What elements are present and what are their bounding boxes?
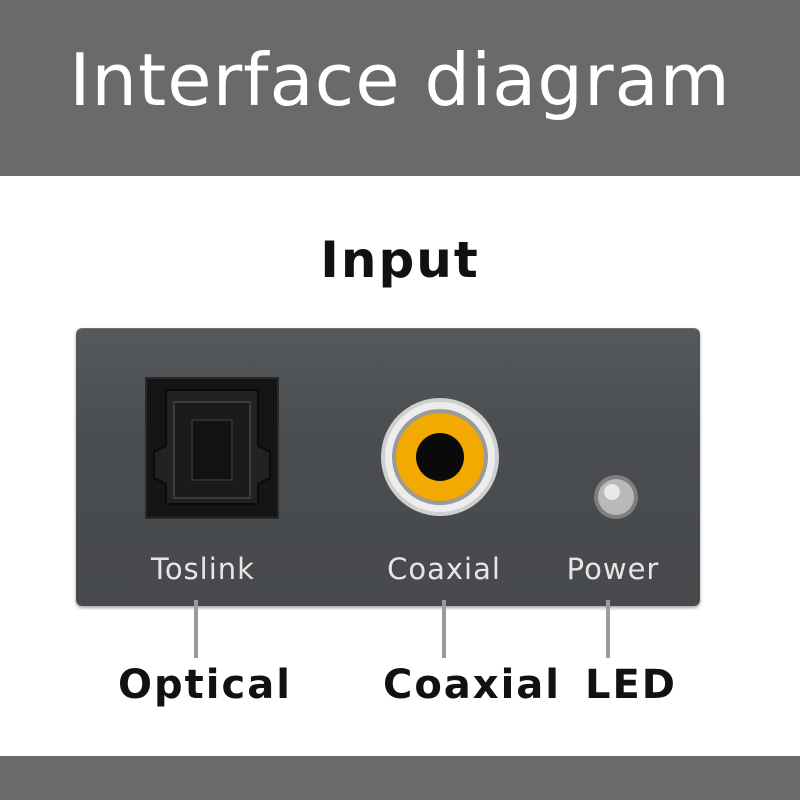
rca-coaxial-jack-icon (381, 398, 499, 516)
port-label-toslink: Toslink (151, 552, 255, 586)
callout-coaxial: Coaxial (382, 662, 562, 708)
leader-line-coaxial (442, 600, 446, 658)
header-title: Interface diagram (69, 38, 731, 122)
panel-title: Input (320, 231, 480, 289)
leader-line-led (606, 600, 610, 658)
callout-led: LED (584, 662, 677, 708)
toslink-port-icon (145, 377, 279, 519)
port-label-coaxial: Coaxial (387, 552, 501, 586)
diagram-panel: Input (0, 176, 800, 756)
callout-optical: Optical (118, 662, 292, 708)
leader-line-optical (194, 600, 198, 658)
port-label-power: Power (566, 552, 660, 586)
device-ports-graphic (145, 377, 638, 519)
device-front-panel (76, 328, 700, 606)
power-led-icon (594, 475, 638, 519)
